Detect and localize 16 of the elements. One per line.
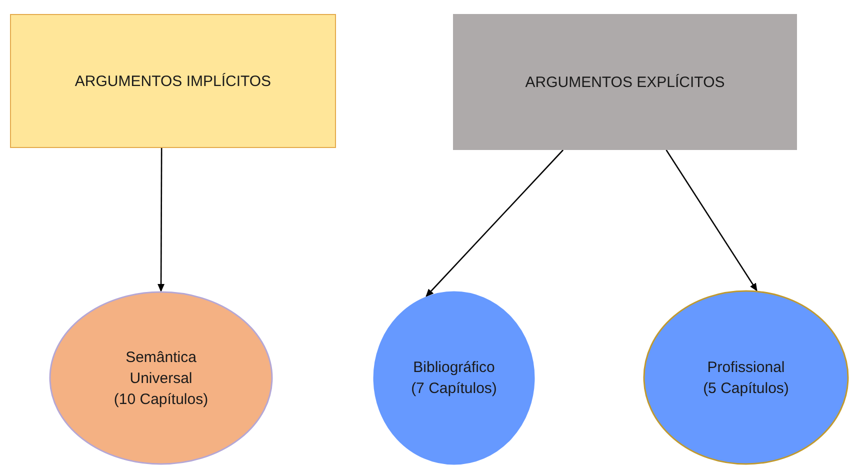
arrow [666,150,758,292]
chapter-count: (5 Capítulos) [703,378,789,398]
arrow [426,150,564,297]
chapter-count: (7 Capítulos) [411,379,497,399]
node-title: Profissional [707,358,785,378]
node-title: ARGUMENTOS EXPLÍCITOS [525,74,725,90]
category-ellipse [373,291,535,465]
concept-box [453,14,797,150]
node-title: Semântica Universal [124,348,198,388]
arrow [158,148,165,292]
node-title: ARGUMENTOS IMPLÍCITOS [74,72,272,90]
concept-box [10,14,336,148]
chapter-count: (10 Capítulos) [114,390,208,410]
category-ellipse [643,290,849,465]
node-title: Bibliográfico [413,358,495,378]
category-ellipse [49,291,273,465]
